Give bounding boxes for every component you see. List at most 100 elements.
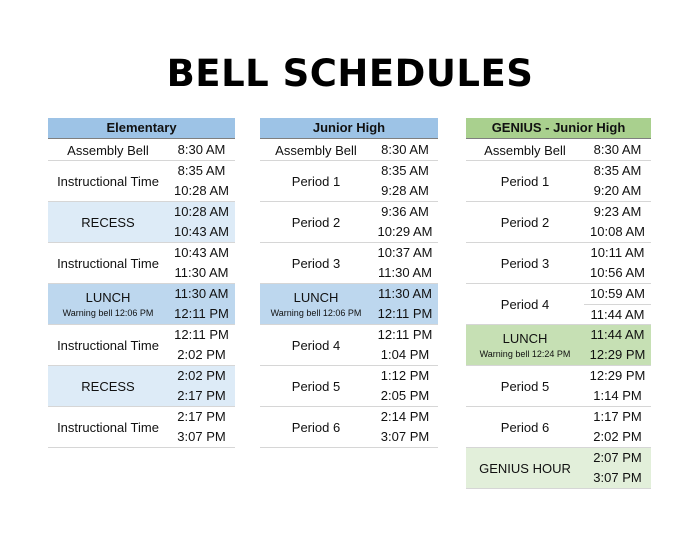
row-label: Period 3 xyxy=(291,255,341,271)
time-cell: 12:29 PM xyxy=(589,368,646,383)
warning-bell-note: Warning bell 12:06 PM xyxy=(62,308,154,318)
schedule-junior-high: Junior High Assembly Bell 8:30 AM Period… xyxy=(260,118,438,448)
time-cell: 1:12 PM xyxy=(380,368,430,383)
schedule-row: Instructional Time 12:11 PM 2:02 PM xyxy=(48,325,235,366)
schedule-row: Assembly Bell 8:30 AM xyxy=(48,140,235,161)
schedule-row: Instructional Time 10:43 AM 11:30 AM xyxy=(48,243,235,284)
time-cell: 9:36 AM xyxy=(381,204,429,219)
schedule-row: Period 4 10:59 AM 11:44 AM xyxy=(466,284,651,325)
time-cell: 1:14 PM xyxy=(593,388,642,403)
time-cell: 8:30 AM xyxy=(381,142,429,157)
time-cell: 10:29 AM xyxy=(377,224,433,239)
time-cell: 10:37 AM xyxy=(377,245,433,260)
row-label: Period 2 xyxy=(500,214,550,230)
time-cell: 10:56 AM xyxy=(590,265,645,280)
time-cell: 11:44 AM xyxy=(590,327,645,342)
row-label: Assembly Bell xyxy=(275,142,357,158)
time-cell: 11:30 AM xyxy=(174,286,229,301)
time-cell: 12:11 PM xyxy=(174,327,229,342)
time-cell: 8:35 AM xyxy=(593,163,642,178)
time-cell: 10:28 AM xyxy=(174,183,229,198)
time-cell: 1:17 PM xyxy=(593,409,642,424)
time-cell: 10:43 AM xyxy=(174,224,229,239)
time-cell: 2:14 PM xyxy=(380,409,430,424)
schedule-genius-junior-high: GENIUS - Junior High Assembly Bell 8:30 … xyxy=(466,118,651,489)
row-label: Period 6 xyxy=(500,419,550,435)
row-label: Period 4 xyxy=(500,296,550,312)
schedule-row: Period 5 12:29 PM 1:14 PM xyxy=(466,366,651,407)
row-label: Period 5 xyxy=(291,378,341,394)
time-cell: 2:17 PM xyxy=(177,409,226,424)
schedule-row: Instructional Time 8:35 AM 10:28 AM xyxy=(48,161,235,202)
row-label: Assembly Bell xyxy=(67,142,149,158)
time-cell: 11:30 AM xyxy=(378,286,432,301)
row-label: Period 6 xyxy=(291,419,341,435)
row-label: Instructional Time xyxy=(57,337,159,353)
page-title: BELL SCHEDULES xyxy=(166,52,534,95)
schedule-row-recess: RECESS 2:02 PM 2:17 PM xyxy=(48,366,235,407)
schedule-row: Period 2 9:23 AM 10:08 AM xyxy=(466,202,651,243)
row-label: Instructional Time xyxy=(57,419,159,435)
row-label: Assembly Bell xyxy=(484,142,566,158)
time-cell: 12:11 PM xyxy=(377,306,433,321)
time-cell: 2:02 PM xyxy=(177,347,226,362)
lunch-cell: LUNCH Warning bell 12:06 PM xyxy=(260,284,372,324)
schedule-row: Period 2 9:36 AM 10:29 AM xyxy=(260,202,438,243)
time-cell: 3:07 PM xyxy=(177,429,226,444)
row-label: LUNCH xyxy=(502,331,548,346)
schedule-row: Period 5 1:12 PM 2:05 PM xyxy=(260,366,438,407)
time-cell: 3:07 PM xyxy=(593,470,642,485)
time-cell: 2:17 PM xyxy=(177,388,226,403)
row-label: Instructional Time xyxy=(57,255,159,271)
row-label: Period 3 xyxy=(500,255,550,271)
time-cell: 9:23 AM xyxy=(593,204,642,219)
time-cell: 2:07 PM xyxy=(593,450,642,465)
time-cell: 8:30 AM xyxy=(593,142,642,157)
warning-bell-note: Warning bell 12:24 PM xyxy=(479,349,571,359)
row-label: LUNCH xyxy=(85,290,131,305)
schedule-row: Assembly Bell 8:30 AM xyxy=(260,140,438,161)
time-cell: 1:04 PM xyxy=(380,347,430,362)
row-label: Period 4 xyxy=(291,337,341,353)
time-cell: 8:35 AM xyxy=(177,163,226,178)
lunch-cell: LUNCH Warning bell 12:06 PM xyxy=(48,284,168,324)
schedule-row-lunch: LUNCH Warning bell 12:06 PM 11:30 AM 12:1… xyxy=(48,284,235,325)
time-cell: 9:20 AM xyxy=(593,183,642,198)
time-cell: 11:44 AM xyxy=(590,307,645,322)
time-cell: 9:28 AM xyxy=(381,183,429,198)
schedule-row-lunch: LUNCH Warning bell 12:24 PM 11:44 AM 12:2… xyxy=(466,325,651,366)
time-cell: 8:30 AM xyxy=(177,142,226,157)
schedule-row: Period 3 10:11 AM 10:56 AM xyxy=(466,243,651,284)
row-label: RECESS xyxy=(81,378,135,394)
schedule-row: Instructional Time 2:17 PM 3:07 PM xyxy=(48,407,235,448)
time-cell: 10:43 AM xyxy=(174,245,229,260)
lunch-cell: LUNCH Warning bell 12:24 PM xyxy=(466,325,584,365)
time-cell: 10:08 AM xyxy=(590,224,645,239)
time-cell: 10:59 AM xyxy=(584,284,651,305)
schedule-header: GENIUS - Junior High xyxy=(466,118,651,139)
row-label: Period 2 xyxy=(291,214,341,230)
time-cell: 10:11 AM xyxy=(590,245,645,260)
time-cell: 12:11 PM xyxy=(174,306,229,321)
time-cell: 2:05 PM xyxy=(380,388,430,403)
time-cell: 12:11 PM xyxy=(377,327,433,342)
time-cell: 12:29 PM xyxy=(589,347,646,362)
time-cell: 10:28 AM xyxy=(174,204,229,219)
schedule-row: Assembly Bell 8:30 AM xyxy=(466,140,651,161)
time-cell: 2:02 PM xyxy=(593,429,642,444)
row-label: Period 1 xyxy=(500,173,550,189)
warning-bell-note: Warning bell 12:06 PM xyxy=(270,308,362,318)
row-label: Instructional Time xyxy=(57,173,159,189)
schedule-row: Period 1 8:35 AM 9:20 AM xyxy=(466,161,651,202)
row-label: GENIUS HOUR xyxy=(479,460,571,476)
time-cell: 11:30 AM xyxy=(174,265,229,280)
time-cell: 2:02 PM xyxy=(177,368,226,383)
schedule-elementary: Elementary Assembly Bell 8:30 AM Instruc… xyxy=(48,118,235,448)
schedule-row-lunch: LUNCH Warning bell 12:06 PM 11:30 AM 12:1… xyxy=(260,284,438,325)
schedule-header: Elementary xyxy=(48,118,235,139)
row-label: Period 5 xyxy=(500,378,550,394)
